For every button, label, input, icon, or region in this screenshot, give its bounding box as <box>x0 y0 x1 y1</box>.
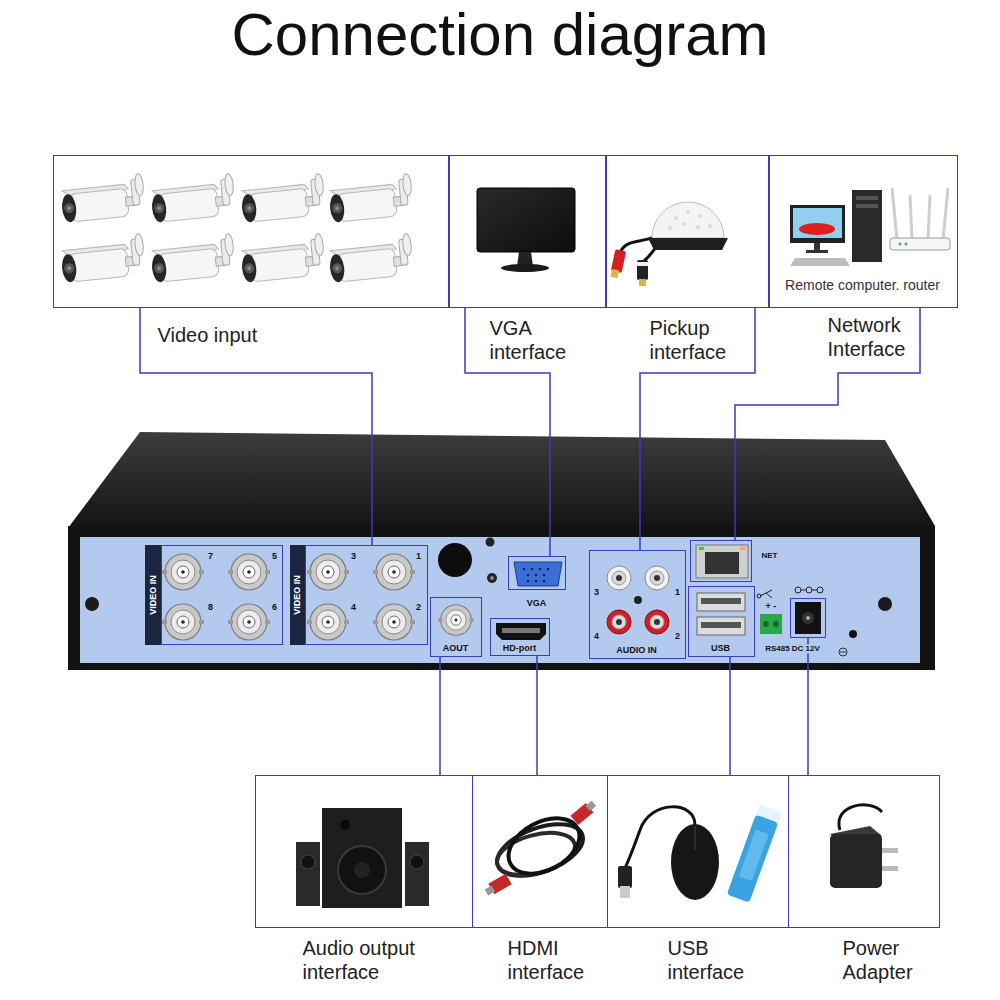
channel-number: 4 <box>594 630 599 640</box>
port-label: NET <box>762 551 778 560</box>
device-panel: Audio output interface <box>255 775 473 928</box>
device-panel: Remote computer. routerNetwork Interface <box>768 155 958 308</box>
channel-number: 6 <box>272 601 277 611</box>
channel-number: 7 <box>208 550 213 560</box>
device-panel: Pickup interface <box>605 155 770 308</box>
channel-number: 5 <box>272 550 277 560</box>
interface-label: Power Adapter <box>843 936 938 984</box>
channel-number: 1 <box>675 586 680 596</box>
leader-line <box>140 308 372 545</box>
interface-label: VGA interface <box>490 316 585 364</box>
port-label: AUDIO IN <box>616 644 657 654</box>
device-caption: Remote computer. router <box>785 276 940 292</box>
device-panel: Video input <box>53 155 450 308</box>
port-label: VIDEO IN <box>292 575 302 615</box>
channel-number: 3 <box>594 586 599 596</box>
port-group: VIDEO IN7586 <box>161 545 283 645</box>
port-box: USB <box>688 586 755 657</box>
port-label: RS485 DC 12V <box>763 644 822 653</box>
port-group: 3 1 4 2AUDIO IN <box>589 550 686 659</box>
port-box: RS485 DC 12V <box>790 598 826 638</box>
port-box: AOUT <box>430 597 482 657</box>
leader-line <box>729 657 731 775</box>
channel-number: 2 <box>416 601 421 611</box>
interface-label: Audio output interface <box>303 936 433 984</box>
channel-number: 2 <box>675 630 680 640</box>
leader-line <box>439 657 441 775</box>
port-group: VIDEO IN3142 <box>305 545 428 645</box>
channel-number: 4 <box>351 601 356 611</box>
diagram-title: Connection diagram <box>0 0 1000 70</box>
port-label: HD-port <box>503 642 537 652</box>
channel-number: 1 <box>416 550 421 560</box>
port-box: NET <box>690 540 752 582</box>
interface-label: Network Interface <box>828 313 923 361</box>
interface-label: Video input <box>158 323 258 347</box>
leader-line <box>640 308 755 550</box>
device-panel: HDMI interface <box>472 775 608 928</box>
terminal-polarity: + - <box>766 601 777 611</box>
device-panel: USB interface <box>607 775 789 928</box>
leader-line <box>536 656 538 775</box>
interface-label: USB interface <box>668 936 763 984</box>
device-panel: Power Adapter <box>788 775 940 928</box>
device-panel: VGA interface <box>448 155 607 308</box>
channel-number: 8 <box>208 601 213 611</box>
leader-line <box>807 638 809 775</box>
interface-label: Pickup interface <box>650 316 745 364</box>
interface-label: HDMI interface <box>508 936 603 984</box>
port-box: HD-port <box>490 618 550 656</box>
port-label: VGA <box>527 597 547 607</box>
port-label: USB <box>711 642 730 652</box>
port-label: VIDEO IN <box>147 575 157 615</box>
port-box: VGA <box>508 556 566 590</box>
port-label: AOUT <box>443 642 469 652</box>
channel-number: 3 <box>351 550 356 560</box>
